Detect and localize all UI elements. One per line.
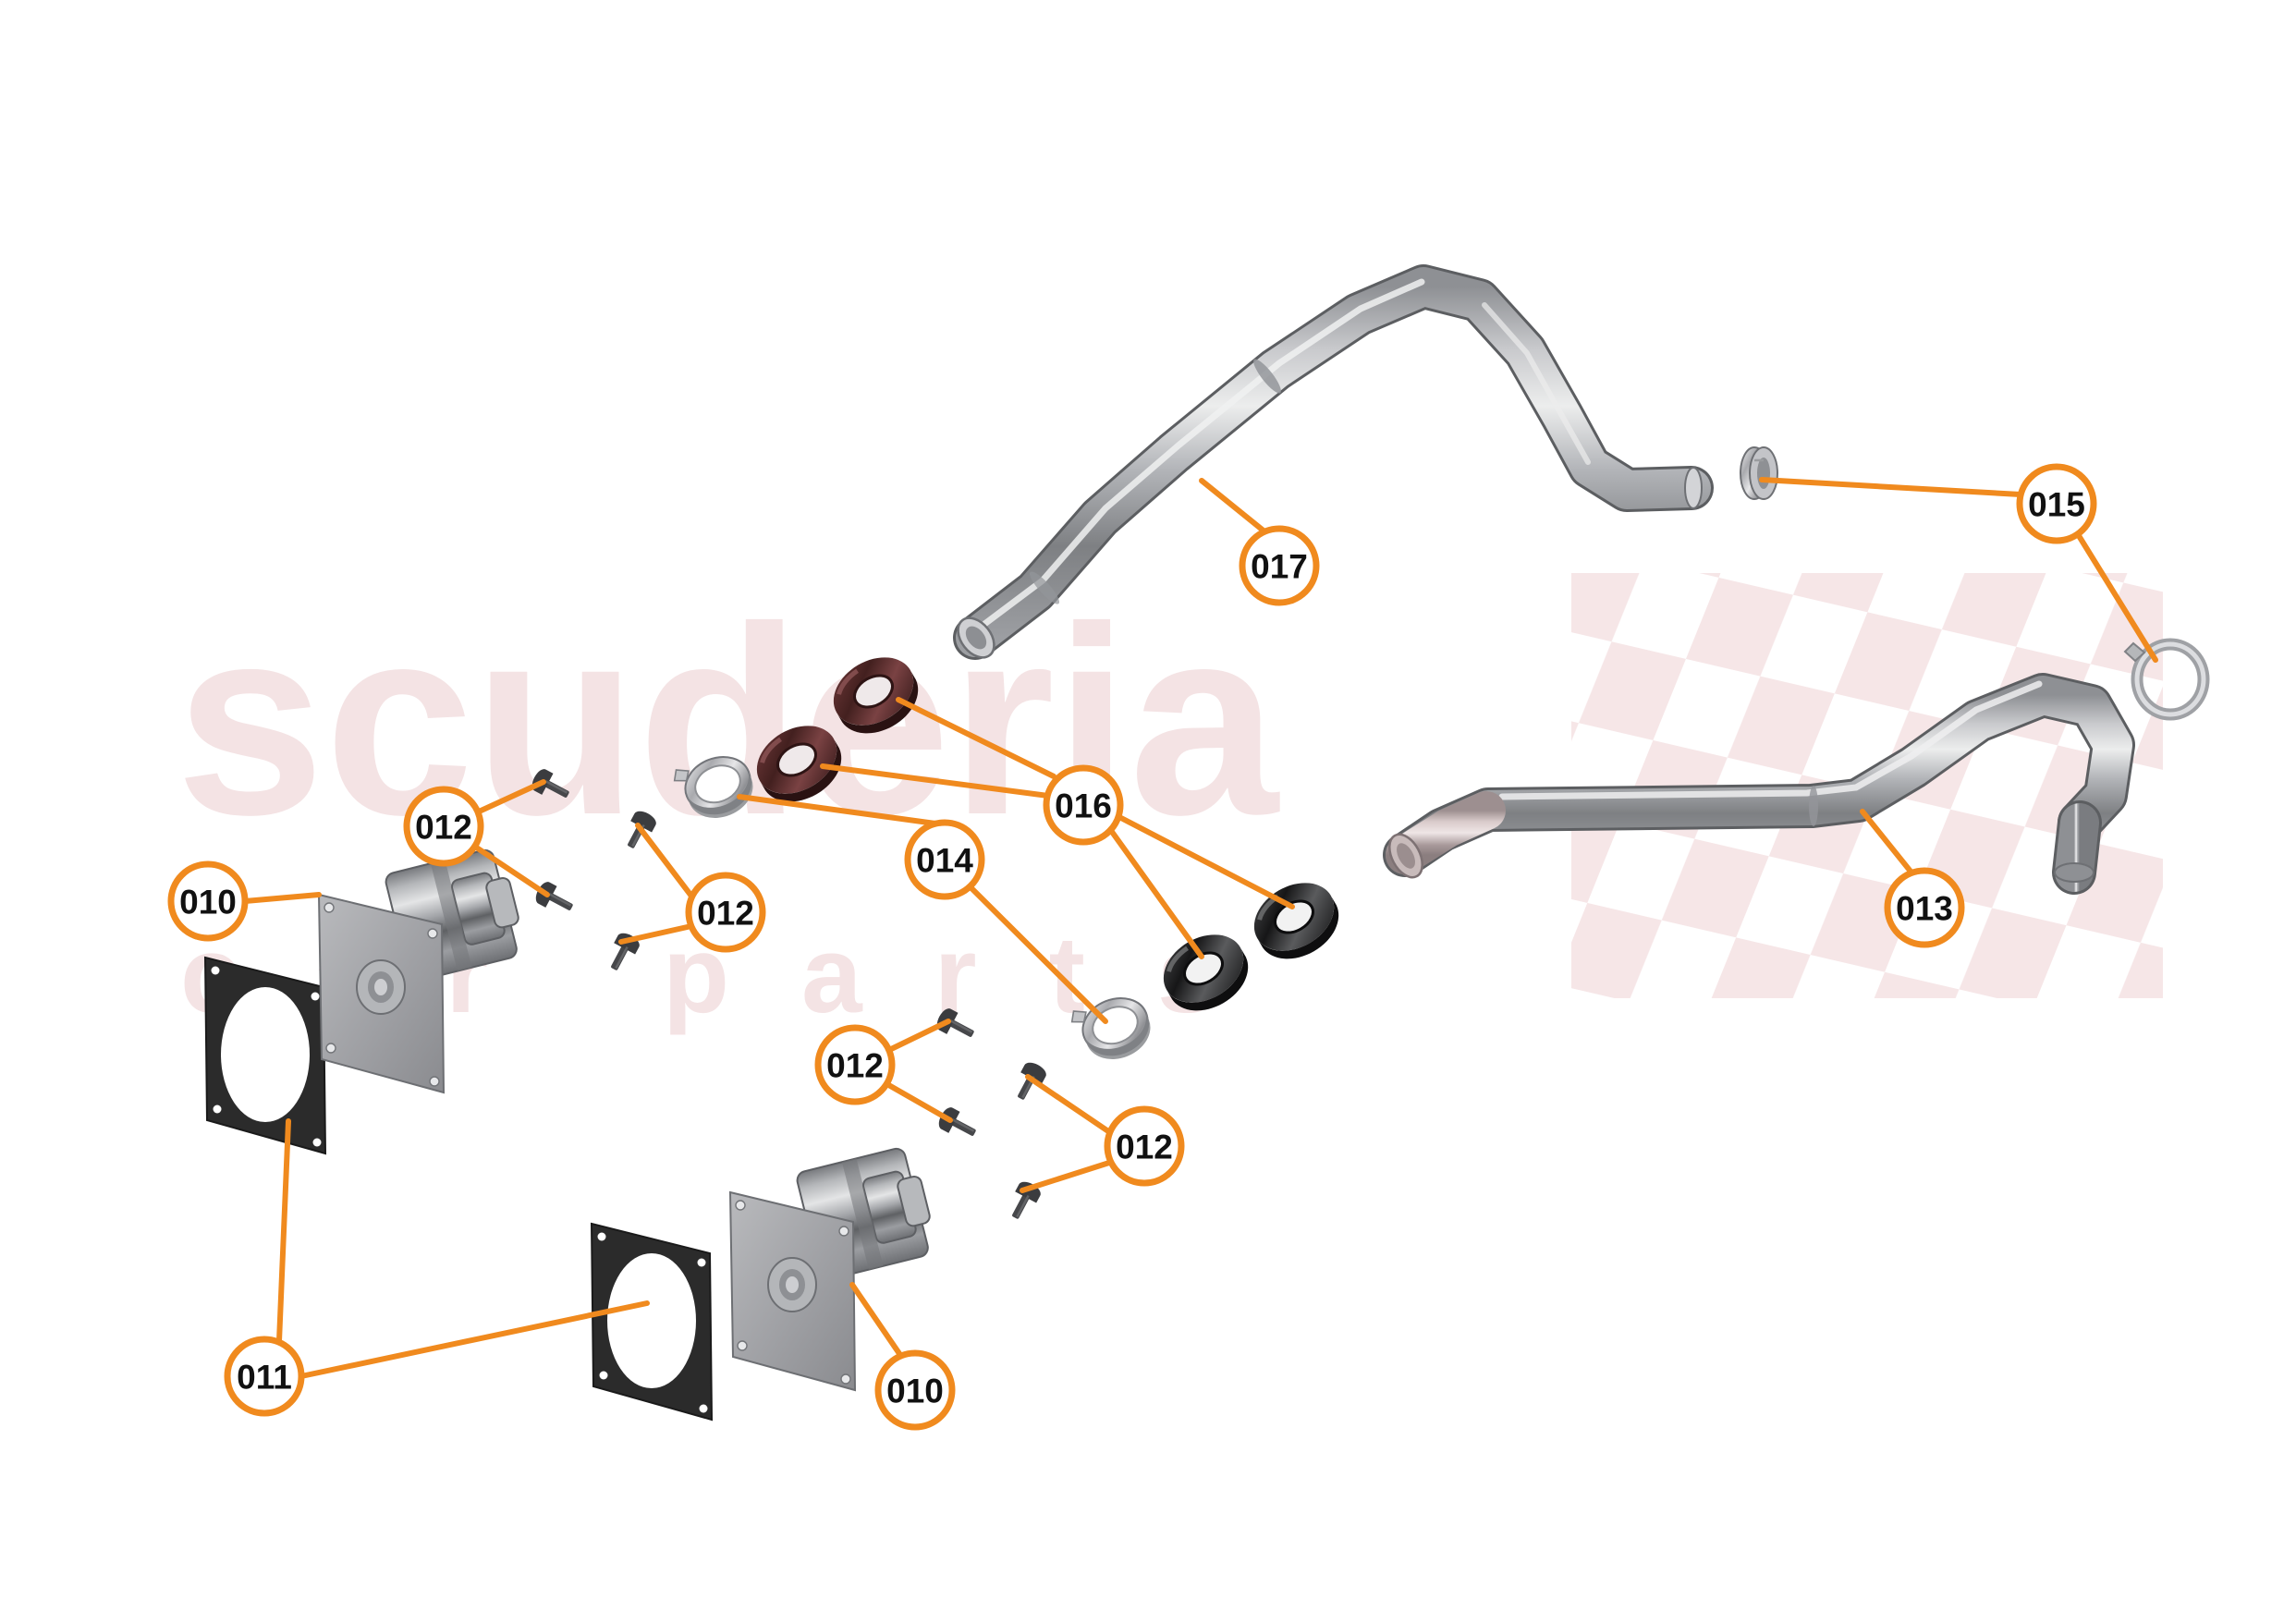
leader-014-to-ring-lower xyxy=(966,883,1108,1024)
leader-012c-screw1 xyxy=(885,1019,951,1054)
part-pump-assembly-upper-010 xyxy=(317,848,519,1094)
part-coolant-pipe-right-013 xyxy=(1383,673,2135,895)
callout-017[interactable]: 017 xyxy=(1239,525,1320,606)
leader-010-lower xyxy=(849,1282,903,1358)
callout-balloons-group: 010 011 012 012 012 012 010 014 016 017 015 013 xyxy=(167,463,2097,1431)
part-coolant-pipe-upper-017 xyxy=(953,264,1714,660)
leader-012d-screw1 xyxy=(1025,1074,1114,1136)
leader-015-to-ferrule xyxy=(1759,477,2023,497)
callout-013-circle[interactable] xyxy=(1884,867,1965,948)
leader-012c-screw2 xyxy=(883,1080,953,1123)
callout-012-lower-right-label: 012 xyxy=(1116,1129,1173,1166)
callout-016-label: 016 xyxy=(1055,787,1112,825)
callout-016[interactable]: 016 xyxy=(1043,764,1124,846)
leader-012a-screw1 xyxy=(474,779,546,815)
leader-016-seal4 xyxy=(1117,814,1295,909)
leader-012d-screw2 xyxy=(1020,1160,1112,1193)
callout-010-lower-label: 010 xyxy=(886,1373,944,1410)
part-pump-assembly-lower-010 xyxy=(728,1147,931,1392)
part-hose-clamp-015 xyxy=(2123,638,2210,721)
callout-011-circle[interactable] xyxy=(224,1336,305,1417)
callout-011-label: 011 xyxy=(237,1359,292,1397)
leader-016-seal3 xyxy=(1109,829,1204,959)
callout-015-circle[interactable] xyxy=(2016,463,2097,544)
callout-014-circle[interactable] xyxy=(904,819,985,900)
leader-016-seal2 xyxy=(896,697,1056,779)
leader-011-to-upper-gasket xyxy=(276,1118,291,1344)
callout-012-upper-right[interactable]: 012 xyxy=(685,872,766,953)
leader-015-to-clamp xyxy=(2075,531,2158,663)
leader-014-to-ring-upper xyxy=(737,794,938,826)
callout-010-upper-circle[interactable] xyxy=(167,860,249,942)
callout-010-upper-label: 010 xyxy=(179,884,237,921)
part-gasket-upper-011 xyxy=(203,956,327,1155)
part-retaining-ring-upper-014 xyxy=(673,756,753,818)
callout-012-upper-left[interactable]: 012 xyxy=(403,786,484,867)
callout-012-lower-right-circle[interactable] xyxy=(1104,1105,1185,1187)
callout-014-label: 014 xyxy=(916,842,973,880)
callout-011[interactable]: 011 xyxy=(224,1336,305,1417)
leader-016-seal1 xyxy=(820,763,1051,799)
callout-014[interactable]: 014 xyxy=(904,819,985,900)
callout-012-lower-left-label: 012 xyxy=(826,1047,884,1085)
part-seal-brown-1-016 xyxy=(756,726,842,802)
leader-013 xyxy=(1860,809,1914,875)
part-screw-5-012 xyxy=(936,1008,974,1037)
callout-017-label: 017 xyxy=(1251,548,1308,586)
callout-012-lower-left-circle[interactable] xyxy=(814,1024,896,1105)
leader-012b-screw2 xyxy=(618,923,694,945)
callout-010-lower-circle[interactable] xyxy=(874,1349,956,1431)
callout-016-circle[interactable] xyxy=(1043,764,1124,846)
callout-017-circle[interactable] xyxy=(1239,525,1320,606)
callout-012-upper-left-circle[interactable] xyxy=(403,786,484,867)
callout-013-label: 013 xyxy=(1896,890,1953,928)
callout-012-lower-left[interactable]: 012 xyxy=(814,1024,896,1105)
callout-012-upper-left-label: 012 xyxy=(415,809,472,847)
leader-012b-screw1 xyxy=(635,823,696,901)
leader-lines-group xyxy=(242,477,2158,1379)
callout-012-upper-right-circle[interactable] xyxy=(685,872,766,953)
callout-010-lower[interactable]: 010 xyxy=(874,1349,956,1431)
callout-012-lower-right[interactable]: 012 xyxy=(1104,1105,1185,1187)
leader-011-to-lower-gasket xyxy=(299,1300,650,1379)
callout-015[interactable]: 015 xyxy=(2016,463,2097,544)
part-gasket-lower-011 xyxy=(590,1222,714,1422)
callout-010-upper[interactable]: 010 xyxy=(167,860,249,942)
part-seal-black-1-016 xyxy=(1163,934,1249,1011)
callout-015-label: 015 xyxy=(2028,486,2085,524)
leader-010-upper xyxy=(242,892,322,904)
leader-012a-screw2 xyxy=(472,844,550,897)
callout-013[interactable]: 013 xyxy=(1884,867,1965,948)
part-seal-brown-2-016 xyxy=(833,657,919,734)
leader-017 xyxy=(1199,478,1267,534)
callout-012-upper-right-label: 012 xyxy=(697,895,754,933)
